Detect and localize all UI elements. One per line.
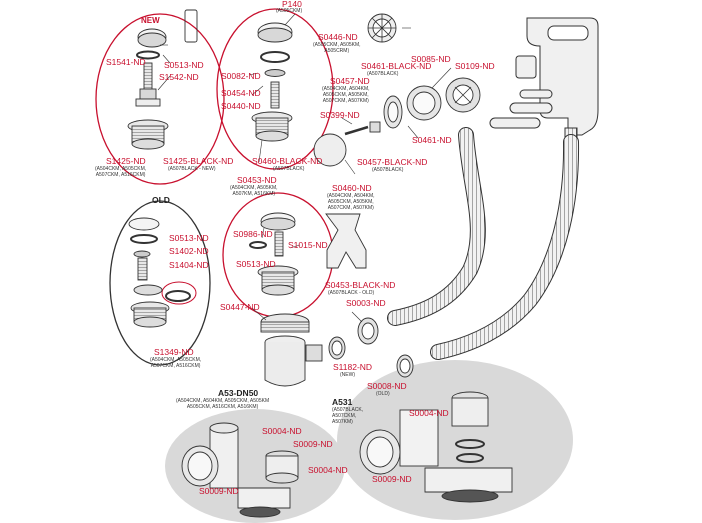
corrugated-hose-right bbox=[431, 135, 579, 359]
label-s1425: S1425-ND bbox=[106, 156, 146, 166]
label-s0457-black: S0457-BLACK-ND bbox=[357, 157, 428, 167]
label-s0457: S0457-ND bbox=[330, 76, 370, 86]
label-s1425-models: (A504CKM, A505CKM, A507CKM, A516CKM) bbox=[95, 166, 147, 178]
label-s1425-black-models: (A507BLACK - NEW) bbox=[168, 166, 216, 172]
label-s0399: S0399-ND bbox=[320, 110, 360, 120]
label-s0009-a531: S0009-ND bbox=[372, 474, 412, 484]
label-s0513-top: S0513-ND bbox=[164, 60, 204, 70]
label-s0453-models: (A504CKM, A505KM, A507KM, A516KM) bbox=[230, 185, 278, 197]
label-s1541: S1541-ND bbox=[106, 57, 146, 67]
label-s1402: S1402-ND bbox=[169, 246, 209, 256]
s1404-highlight-ring bbox=[161, 281, 197, 305]
label-s0082: S0082-ND bbox=[221, 71, 261, 81]
label-s0446-models: (A505CKM, A505KM, A505CRM) bbox=[313, 42, 361, 54]
p140-title: P140 bbox=[282, 0, 302, 9]
a531-group-background bbox=[337, 360, 573, 520]
label-s0009-a53-top: S0009-ND bbox=[293, 439, 333, 449]
corrugated-hose-left bbox=[388, 128, 485, 325]
label-s0446: S0446-ND bbox=[318, 32, 358, 42]
bracket-part bbox=[184, 9, 198, 43]
label-s0109: S0109-ND bbox=[455, 61, 495, 71]
label-s0004-a531: S0004-ND bbox=[409, 408, 449, 418]
label-s0461-black-models: (A507BLACK) bbox=[367, 71, 399, 77]
label-s0008-models: (OLD) bbox=[376, 391, 390, 397]
label-s1182-models: (NEW) bbox=[340, 372, 355, 378]
label-s1182: S1182-ND bbox=[333, 362, 373, 372]
label-s1425-black: S1425-BLACK-ND bbox=[163, 156, 234, 166]
label-s1349: S1349-ND bbox=[154, 347, 194, 357]
label-s0460-black-models: (A507BLACK) bbox=[273, 166, 305, 172]
label-s0009-a53-bot: S0009-ND bbox=[199, 486, 239, 496]
label-s0003: S0003-ND bbox=[346, 298, 386, 308]
label-s0986: S0986-ND bbox=[233, 229, 273, 239]
label-s0453: S0453-ND bbox=[237, 175, 277, 185]
label-s0513-mid: S0513-ND bbox=[236, 259, 276, 269]
a53-title: A53-DN50 bbox=[218, 388, 259, 398]
label-s0004-a53-top: S0004-ND bbox=[262, 426, 302, 436]
a53-models: (A504CKM, A504KM, A505CKM, A505KM A505CK… bbox=[176, 398, 270, 410]
badge-new: NEW bbox=[141, 16, 160, 25]
label-s0461: S0461-ND bbox=[412, 135, 452, 145]
label-s0457-black-models: (A507BLACK) bbox=[372, 167, 404, 173]
label-s0460-models: (A504CKM, A504KM, A505CKM, A505KM, A507C… bbox=[327, 193, 375, 211]
label-s1404: S1404-ND bbox=[169, 260, 209, 270]
p140-group-outline bbox=[216, 8, 334, 170]
label-s0004-a53-bot: S0004-ND bbox=[308, 465, 348, 475]
label-s0454: S0454-ND bbox=[221, 88, 261, 98]
label-s0008: S0008-ND bbox=[367, 381, 407, 391]
label-s0460: S0460-ND bbox=[332, 183, 372, 193]
badge-old: OLD bbox=[152, 195, 170, 205]
bracket-x-part bbox=[325, 213, 367, 269]
label-s0447: S0447-ND bbox=[220, 302, 260, 312]
label-s0457-models: (A504CKM, A504KM, A505CKM, A505KM, A507C… bbox=[322, 86, 370, 104]
p140-models: (A505CKM) bbox=[276, 8, 303, 14]
label-s1542: S1542-ND bbox=[159, 72, 199, 82]
old-group-outline bbox=[109, 200, 211, 366]
a531-models: (A507BLACK, A507CKM, A507KM) bbox=[332, 407, 364, 425]
label-s0513-old: S0513-ND bbox=[169, 233, 209, 243]
label-s0440: S0440-ND bbox=[221, 101, 261, 111]
label-s1015: S1015-ND bbox=[288, 240, 328, 250]
new-group-outline bbox=[95, 13, 225, 185]
label-s0460-black: S0460-BLACK-ND bbox=[252, 156, 323, 166]
a531-title: A531 bbox=[332, 397, 353, 407]
label-s1349-models: (A504CKM, A505CKM, A507CKM, A516CKM) bbox=[150, 357, 202, 369]
label-s0453-black: S0453-BLACK-ND bbox=[325, 280, 396, 290]
label-s0085: S0085-ND bbox=[411, 54, 451, 64]
label-s0461-black: S0461-BLACK-ND bbox=[361, 61, 432, 71]
label-s0453-black-models: (A507BLACK - OLD) bbox=[328, 290, 375, 296]
